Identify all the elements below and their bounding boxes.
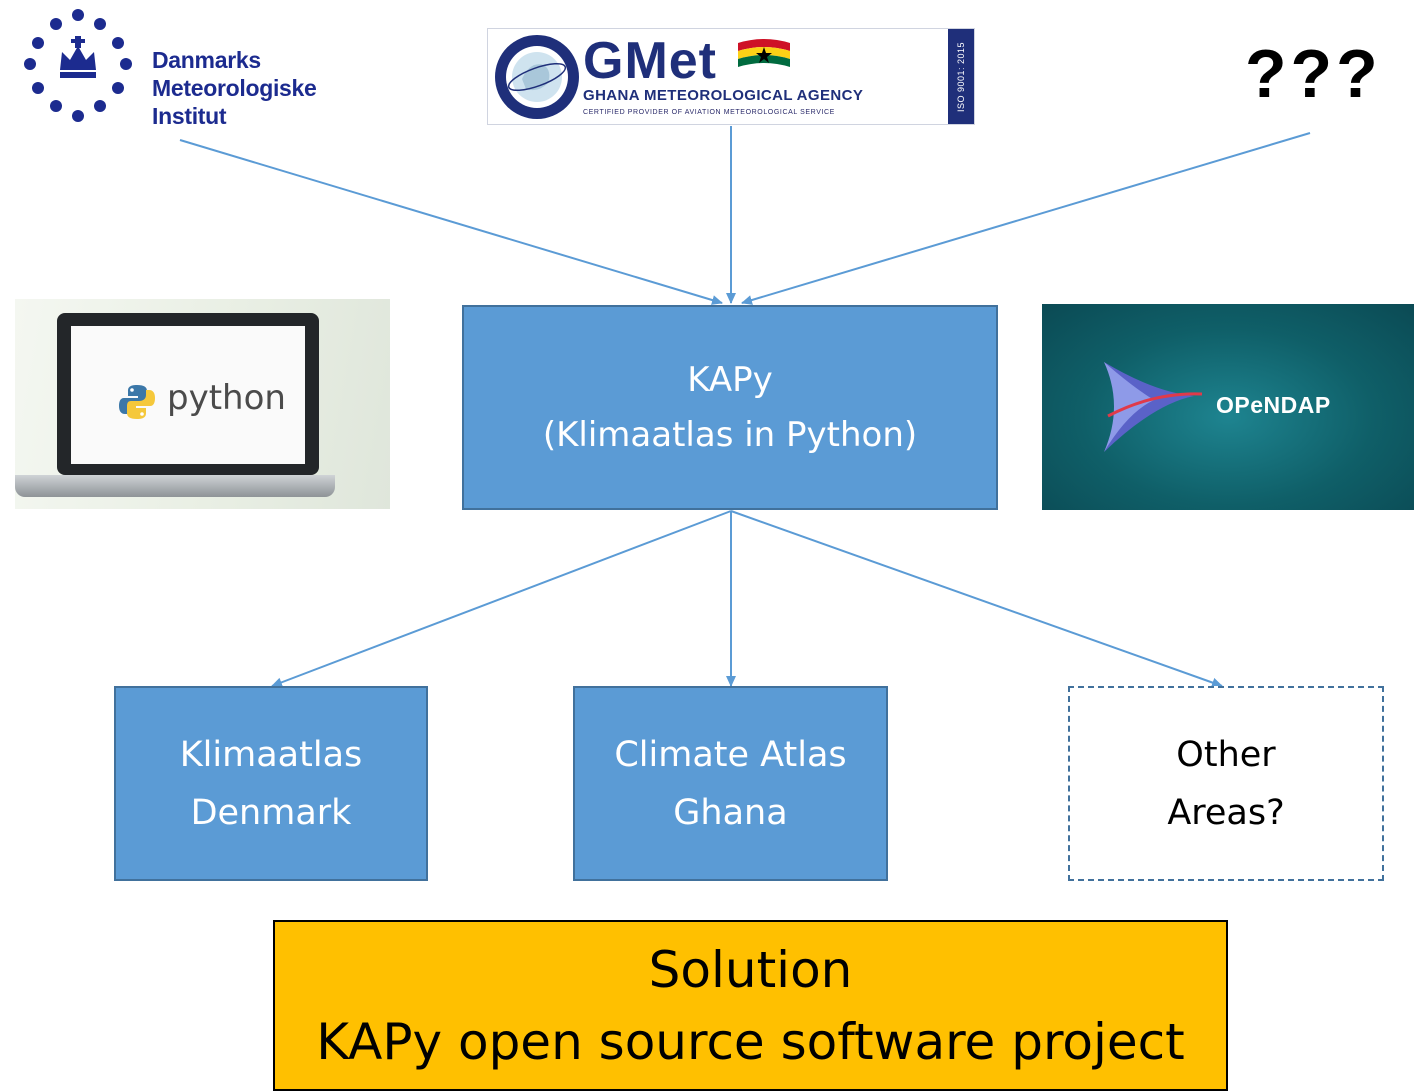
python-laptop-image: python [15, 299, 390, 509]
solution-description: KAPy open source software project [316, 1012, 1185, 1071]
box-line: Ghana [673, 792, 788, 833]
opendap-logo-image: OPeNDAP [1042, 304, 1414, 510]
dmi-wordmark-line: Danmarks [152, 47, 261, 73]
ghana-flag-icon [738, 39, 790, 67]
laptop-display: python [71, 326, 305, 464]
dmi-crown-emblem [24, 9, 132, 122]
dmi-logo [18, 8, 358, 138]
gmet-agency-name: GHANA METEOROLOGICAL AGENCY [583, 87, 864, 104]
opendap-wordmark: OPeNDAP [1216, 392, 1331, 418]
kapy-subtitle: (Klimaatlas in Python) [542, 414, 918, 455]
python-wordmark: python [167, 378, 286, 418]
klimaatlas-denmark-box: Klimaatlas Denmark [114, 686, 428, 881]
gmet-logo: GMet GHANA METEOROLOGICAL AGENCY CERTIFI… [487, 28, 975, 125]
gmet-iso-label: ISO 9001: 2015 [948, 29, 974, 124]
solution-banner: Solution KAPy open source software proje… [273, 920, 1228, 1091]
box-line: Klimaatlas [179, 734, 363, 775]
arrow-kapy-to-denmark [271, 510, 732, 688]
kapy-title: KAPy [687, 359, 773, 400]
dmi-wordmark-line: Meteorologiske [152, 75, 317, 101]
dmi-wordmark-line: Institut [152, 103, 227, 129]
box-line: Other [1176, 734, 1276, 775]
python-logo-icon [119, 385, 155, 419]
box-line: Areas? [1167, 792, 1285, 833]
gmet-globe-emblem [495, 35, 579, 119]
arrow-kapy-to-other [730, 510, 1223, 688]
laptop-screen: python [57, 313, 319, 475]
laptop-base [15, 475, 335, 497]
other-areas-box: Other Areas? [1068, 686, 1384, 881]
climate-atlas-ghana-box: Climate Atlas Ghana [573, 686, 888, 881]
arrow-dmi-to-kapy [179, 139, 723, 305]
gmet-certification: CERTIFIED PROVIDER OF AVIATION METEOROLO… [583, 109, 835, 116]
opendap-star-icon [1104, 362, 1203, 452]
dmi-wordmark: Danmarks Meteorologiske Institut [152, 46, 317, 130]
solution-title: Solution [648, 940, 853, 999]
box-line: Denmark [190, 792, 352, 833]
gmet-title: GMet [583, 32, 717, 90]
box-line: Climate Atlas [614, 734, 847, 775]
kapy-box: KAPy (Klimaatlas in Python) [462, 305, 998, 510]
arrow-unknown-to-kapy [741, 132, 1311, 305]
unknown-source-label: ??? [1245, 36, 1382, 112]
